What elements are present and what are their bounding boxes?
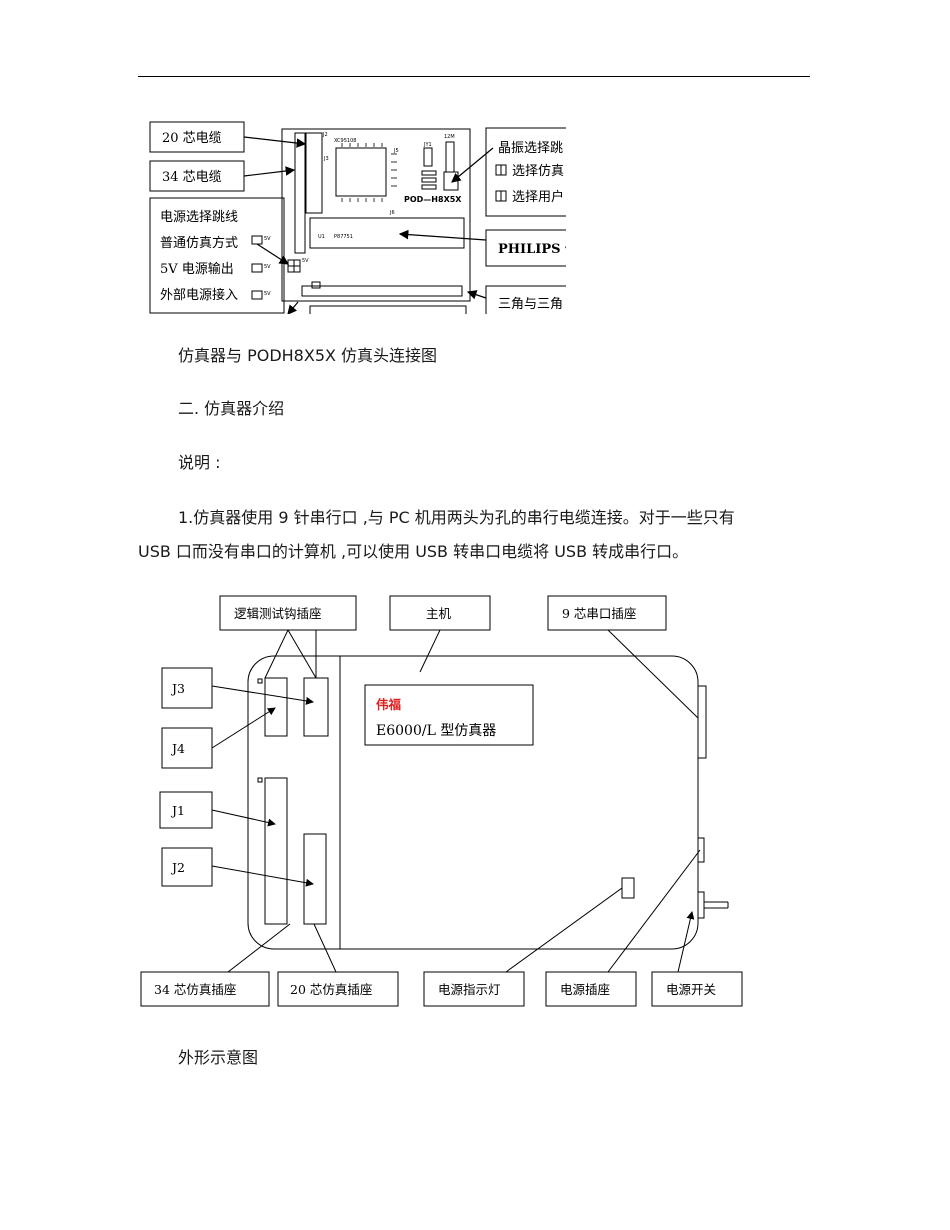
- bottom-cable: [309, 305, 467, 314]
- label-power-switch: 电源开关: [666, 982, 716, 997]
- paragraph-line-2: USB 口而没有串口的计算机 ,可以使用 USB 转串口电缆将 USB 转成串行…: [138, 542, 689, 561]
- board-5v-d: 5V: [302, 258, 309, 264]
- board-j6: J6: [389, 210, 395, 216]
- label-box-philips: [485, 229, 566, 267]
- label-box-serial9: [547, 595, 667, 631]
- crystal-part: [445, 141, 455, 173]
- board-chip-label: XC95108: [334, 138, 356, 144]
- bottom-connector: [301, 285, 463, 297]
- label-box-socket34: [140, 971, 270, 1007]
- brand-name: 伟福: [376, 697, 402, 712]
- board-5v-c: 5V: [264, 291, 271, 297]
- serial-port: [697, 685, 707, 759]
- jy1-part: [423, 147, 433, 167]
- label-box-j1: [159, 791, 213, 829]
- board-jy1: JY1: [423, 142, 432, 148]
- caption-pod-connection: 仿真器与 PODH8X5X 仿真头连接图: [178, 346, 438, 365]
- label-box-power-led: [423, 971, 525, 1007]
- emulator-body: [247, 655, 699, 950]
- label-j3: J3: [170, 681, 185, 696]
- board-u1: U1: [318, 234, 325, 240]
- jumper-bar-3: [421, 184, 437, 190]
- label-crystal-title: 晶振选择跳: [498, 141, 563, 156]
- label-crystal-opt1: 选择仿真: [512, 164, 564, 179]
- label-box-j4: [161, 727, 213, 769]
- board-12m: 12M: [444, 134, 455, 140]
- note-label: 说明 :: [178, 453, 221, 472]
- board-j3: J3: [323, 156, 329, 162]
- label-cable20: 20 芯电缆: [162, 130, 222, 146]
- pod-board-outline: [281, 128, 471, 302]
- label-power-led: 电源指示灯: [438, 982, 501, 997]
- philips-socket: [309, 217, 465, 249]
- power-switch: [697, 891, 705, 919]
- socket-j3: [303, 677, 329, 737]
- socket-j4: [264, 677, 288, 737]
- label-crystal-opt2: 选择用户: [512, 189, 564, 205]
- power-led: [621, 877, 635, 899]
- board-5v-b: 5V: [264, 264, 271, 270]
- label-power-socket: 电源插座: [560, 982, 610, 997]
- board-5v-a: 5V: [264, 236, 271, 242]
- jumper-bar-1: [421, 170, 437, 176]
- label-triangle: 三角与三角: [498, 297, 563, 312]
- jumper-bar-2: [421, 177, 437, 183]
- power-socket: [697, 837, 705, 863]
- board-j2: J2: [322, 132, 328, 138]
- label-box-j3: [161, 667, 213, 709]
- crystal-jumper: [443, 171, 459, 191]
- label-power-5v: 5V 电源输出: [160, 261, 234, 277]
- label-j4: J4: [170, 741, 185, 756]
- board-model: POD—H8X5X: [404, 195, 462, 204]
- brand-panel: [364, 684, 534, 746]
- cable-connector-20: [305, 132, 323, 214]
- label-power-normal: 普通仿真方式: [160, 235, 238, 251]
- section-title: 二. 仿真器介绍: [178, 399, 285, 418]
- label-socket34: 34 芯仿真插座: [154, 982, 236, 997]
- label-box-power-socket: [545, 971, 637, 1007]
- cable-connector-34: [294, 132, 306, 254]
- label-j2: J2: [170, 860, 185, 875]
- figure-pod-connection: 20 芯电缆 34 芯电缆 电源选择跳线 普通仿真方式 5V 电源输出 外部电源…: [149, 121, 566, 314]
- socket-j2: [303, 833, 327, 925]
- label-j1: J1: [170, 803, 185, 818]
- label-power-ext: 外部电源接入: [160, 287, 238, 303]
- caption-outline: 外形示意图: [178, 1048, 259, 1067]
- label-power-title: 电源选择跳线: [160, 210, 238, 225]
- label-box-power-switch: [651, 971, 743, 1007]
- socket-j1: [264, 777, 288, 925]
- label-box-triangle: [485, 285, 566, 314]
- bottom-pad: [311, 281, 321, 289]
- label-serial9: 9 芯串口插座: [562, 606, 636, 621]
- label-philips: PHILIPS 仿: [498, 241, 566, 257]
- label-host: 主机: [426, 606, 452, 621]
- label-box-j2: [161, 847, 213, 887]
- header-rule: [138, 76, 810, 77]
- label-logic-socket: 逻辑测试钩插座: [234, 606, 322, 621]
- cpld-chip: [335, 147, 387, 197]
- board-j5: J5: [393, 148, 399, 154]
- figure-emulator-outline: 逻辑测试钩插座 主机 9 芯串口插座 J3 J4 J1 J2 34 芯仿真插座 …: [140, 595, 743, 1007]
- brand-model: E6000/L 型仿真器: [376, 723, 496, 739]
- paragraph-line-1: 1.仿真器使用 9 针串行口 ,与 PC 机用两头为孔的串行电缆连接。对于一些只…: [178, 508, 735, 527]
- label-box-crystal: [485, 127, 566, 217]
- label-cable34: 34 芯电缆: [162, 169, 222, 185]
- label-box-socket20: [277, 971, 399, 1007]
- label-socket20: 20 芯仿真插座: [290, 982, 372, 997]
- board-p8751: P87751: [334, 234, 353, 240]
